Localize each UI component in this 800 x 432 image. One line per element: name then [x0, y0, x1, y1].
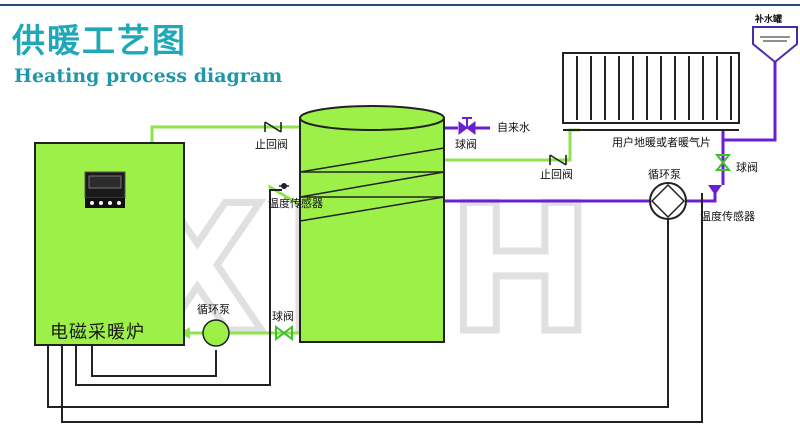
boiler-button-1: [90, 201, 94, 205]
radiator-fins: [576, 56, 732, 120]
wire-sensor-right: [61, 193, 703, 423]
check-valve-top-icon: [264, 121, 282, 133]
check-valve-mid-label: 止回阀: [540, 167, 573, 181]
check-valve-mid-icon: [549, 154, 567, 166]
boiler-button-3: [108, 201, 112, 205]
temp-sensor-right-label: 温度传感器: [700, 209, 755, 223]
check-valve-top-label: 止回阀: [255, 137, 288, 151]
control-wires: [47, 189, 703, 423]
pipe-boiler-to-tank-top: [150, 125, 300, 143]
temp-sensor-tank-label: 温度传感器: [268, 196, 323, 210]
wire-pump-left: [91, 345, 217, 377]
radiator-label: 用户地暖或者暖气片: [612, 135, 711, 149]
makeup-tank-body: [752, 26, 798, 64]
boiler-button-4: [117, 201, 121, 205]
boiler: 电磁采暖炉: [34, 142, 185, 346]
sensor-tank-icon: [279, 183, 289, 189]
wire-pump-right: [47, 215, 669, 408]
ball-valve-tap-label: 球阀: [455, 137, 477, 151]
pump-right-icon: [649, 182, 687, 220]
ball-valve-right-label: 球阀: [736, 160, 758, 174]
boiler-button-strip: [85, 198, 125, 208]
title-english: Heating process diagram: [14, 65, 282, 87]
ball-valve-right-icon: [714, 154, 732, 171]
ball-valve-bottom-icon: [275, 325, 293, 341]
boiler-label: 电磁采暖炉: [50, 322, 145, 343]
tank-coil: [299, 147, 445, 222]
pipe-makeup-to-radiator: [723, 62, 777, 142]
pipe-sensor-tank: [268, 184, 301, 207]
tap-water-label: 自来水: [497, 121, 530, 134]
boiler-button-2: [99, 201, 103, 205]
sensor-right-icon: [708, 185, 722, 195]
makeup-tank-label: 补水罐: [754, 13, 782, 25]
radiator-frame: [562, 52, 740, 124]
radiator: 用户地暖或者暖气片: [562, 52, 740, 149]
pump-right-label: 循环泵: [648, 168, 681, 181]
tank-top: [299, 105, 445, 131]
water-tank: [299, 105, 445, 343]
ball-valve-bottom-label: 球阀: [272, 309, 294, 323]
boiler-display-screen: [88, 175, 122, 189]
pump-left-label: 循环泵: [197, 303, 230, 316]
makeup-tank: 补水罐: [752, 13, 798, 64]
ball-valve-tap-icon: [458, 117, 490, 135]
wire-sensor-tank: [75, 189, 282, 386]
title-chinese: 供暖工艺图: [12, 21, 187, 60]
pump-left-icon: [202, 319, 230, 347]
